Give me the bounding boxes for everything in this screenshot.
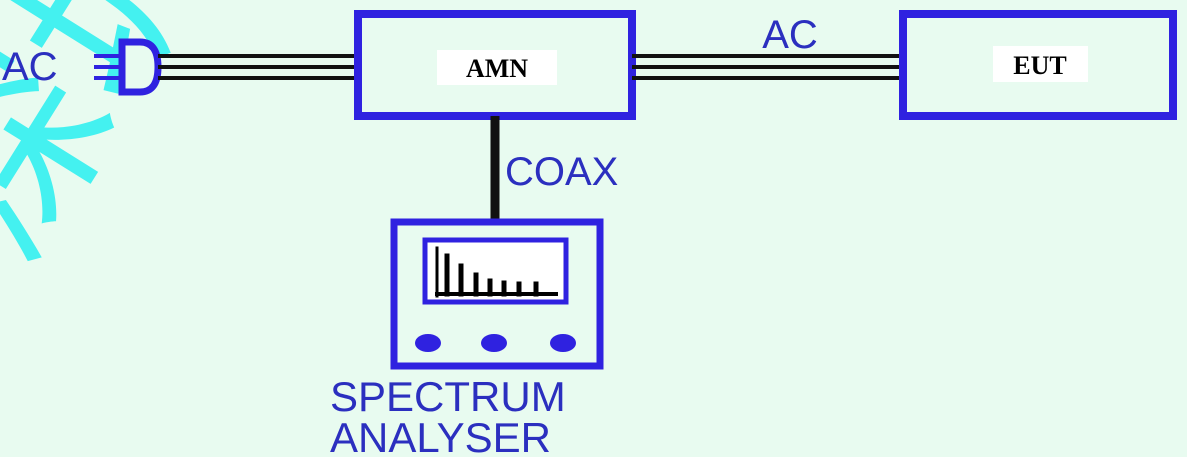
analyser-label-line1: SPECTRUM — [330, 373, 566, 420]
analyser-knob-middle — [481, 334, 507, 352]
amn-box: AMN — [354, 10, 636, 120]
ac-mains-label: AC — [2, 45, 58, 89]
ac-cable — [632, 54, 903, 80]
spectrum-analyser-icon — [390, 218, 604, 370]
eut-label: EUT — [1013, 51, 1066, 80]
eut-box: EUT — [899, 10, 1177, 120]
analyser-knob-right — [550, 334, 576, 352]
ac-link-label: AC — [762, 13, 818, 57]
spectrum-trace — [435, 246, 558, 298]
mains-cable — [158, 54, 358, 80]
analyser-label-line2: ANALYSER — [330, 414, 551, 457]
power-plug-icon — [94, 38, 162, 96]
analyser-knob-left — [415, 334, 441, 352]
amn-label: AMN — [466, 54, 528, 83]
coax-label: COAX — [505, 150, 618, 194]
